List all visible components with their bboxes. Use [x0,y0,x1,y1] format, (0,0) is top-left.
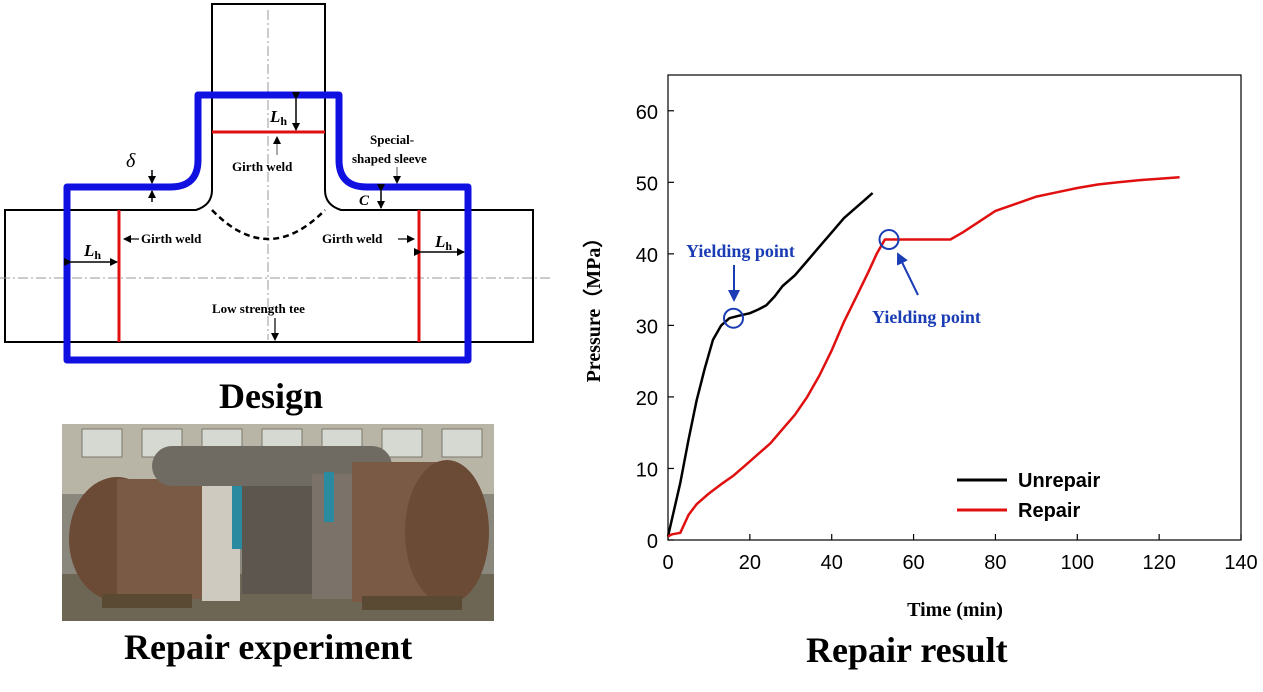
right-vessel-cap [405,460,489,604]
y-tick-label: 50 [636,173,658,195]
y-tick-label: 40 [636,245,658,267]
x-tick-label: 0 [662,552,673,574]
y-tick-label: 10 [636,459,658,481]
legend-label-unrepair: Unrepair [1018,470,1100,492]
plot-frame [667,74,1242,541]
intersection-arc [211,209,326,241]
girth-weld-left-label: Girth weld [141,231,202,246]
annotation-repair-text: Yielding point [872,307,981,327]
blue-clamp-right [324,472,334,522]
c-label: C [359,193,370,209]
wood-support-right [362,596,462,610]
lh-right-label: Lh [434,232,452,253]
pressure-time-chart: 0 10 20 30 40 50 60 0 20 40 60 80 100 120 140 Time (m… [582,74,1258,621]
lh-left-label: Lh [83,241,101,262]
annotation-repair: Yielding point [872,229,981,327]
sleeve-label-line2: shaped sleeve [352,151,427,166]
low-strength-tee-label: Low strength tee [212,301,305,316]
design-caption: Design [219,376,324,416]
series-line-repair [667,176,1180,538]
x-axis: 0 20 40 60 80 100 120 140 [662,534,1258,574]
annotation-unrepair: Yielding point [686,241,795,329]
delta-label: δ [126,150,136,172]
tee-outline [4,3,534,343]
wood-support-left [102,594,192,608]
x-tick-label: 40 [821,552,843,574]
tee-body [242,484,322,594]
x-tick-label: 100 [1061,552,1094,574]
y-axis-label: Pressure（MPa） [582,228,605,383]
y-tick-label: 20 [636,388,658,410]
yield-marker-unrepair [722,307,744,329]
x-tick-label: 120 [1142,552,1175,574]
legend: Unrepair Repair [957,470,1100,522]
sleeve-right-band [312,474,357,599]
design-diagram: δ Lh Lh Lh C Girth weld Girth weld Girth… [0,3,550,364]
series-line-unrepair [666,192,874,537]
annotation-repair-arrow [896,252,919,296]
y-tick-label: 0 [647,531,658,553]
y-axis: 0 10 20 30 40 50 60 [636,102,674,553]
x-axis-label: Time (min) [907,599,1003,621]
legend-label-repair: Repair [1018,500,1080,522]
x-tick-label: 20 [739,552,761,574]
x-tick-label: 140 [1224,552,1257,574]
x-tick-label: 80 [984,552,1006,574]
yield-marker-repair [878,229,900,251]
result-caption: Repair result [806,630,1008,670]
blue-clamp-left [232,479,244,549]
annotation-unrepair-text: Yielding point [686,241,795,261]
repair-experiment-photo [62,424,494,621]
series-layer [666,176,1180,538]
girth-weld-branch-label: Girth weld [232,159,293,174]
experiment-caption: Repair experiment [124,627,413,667]
y-tick-label: 30 [636,316,658,338]
y-tick-label: 60 [636,102,658,124]
girth-weld-right-label: Girth weld [322,231,383,246]
x-tick-label: 60 [902,552,924,574]
special-shaped-sleeve [63,91,472,364]
lh-top-label: Lh [269,107,287,128]
sleeve-label-line1: Special- [370,132,414,147]
